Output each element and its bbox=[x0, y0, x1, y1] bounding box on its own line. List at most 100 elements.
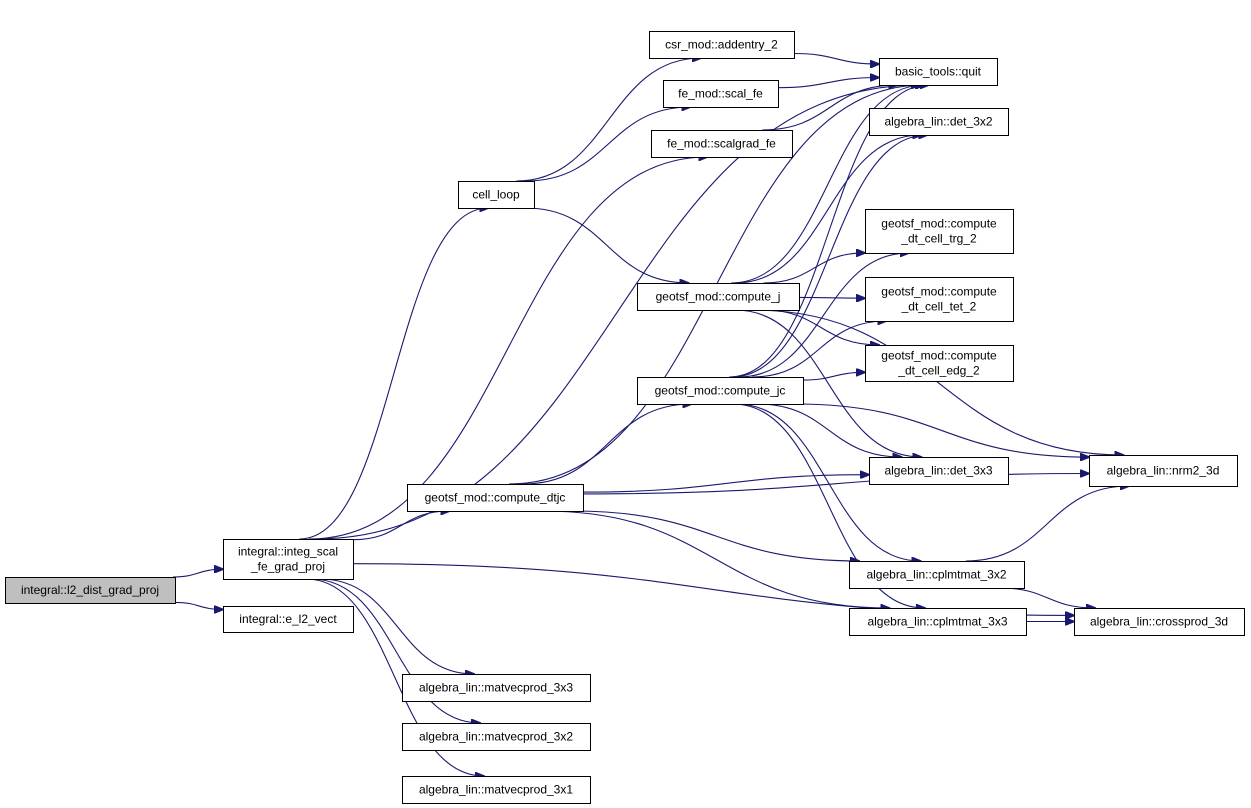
node-integ-scal[interactable]: integral::integ_scal_fe_grad_proj bbox=[223, 539, 354, 580]
node-label: geotsf_mod::compute bbox=[881, 217, 997, 231]
node-crossprod-3d[interactable]: algebra_lin::crossprod_3d bbox=[1074, 608, 1245, 636]
edge-cplmtmat_3x2-to-crossprod_3d bbox=[1000, 587, 1095, 608]
edge-compute_dtjc-to-cplmtmat_3x3 bbox=[543, 510, 889, 608]
edge-compute_j-to-nrm2_3d bbox=[752, 309, 1124, 455]
edge-integ_scal-to-matvec_3x3 bbox=[320, 578, 474, 674]
node-label: algebra_lin::cplmtmat_3x3 bbox=[867, 615, 1007, 629]
edge-compute_jc-to-quit bbox=[729, 85, 929, 378]
node-box[interactable] bbox=[637, 283, 800, 311]
node-quit[interactable]: basic_tools::quit bbox=[879, 58, 998, 86]
edge-integ_scal-to-matvec_3x1 bbox=[305, 578, 484, 776]
node-box[interactable] bbox=[849, 608, 1027, 636]
node-cplmtmat-3x3[interactable]: algebra_lin::cplmtmat_3x3 bbox=[849, 608, 1027, 636]
node-label: algebra_lin::matvecprod_3x1 bbox=[419, 783, 573, 797]
node-box[interactable] bbox=[849, 561, 1025, 589]
edge-compute_jc-to-dt_trg bbox=[738, 253, 909, 378]
node-label: geotsf_mod::compute_jc bbox=[655, 384, 786, 398]
node-box[interactable] bbox=[5, 577, 176, 604]
node-label: integral::integ_scal bbox=[238, 545, 338, 559]
node-box[interactable] bbox=[869, 457, 1009, 485]
node-box[interactable] bbox=[223, 539, 354, 580]
node-box[interactable] bbox=[865, 345, 1014, 382]
edge-compute_j-to-det_3x2 bbox=[734, 135, 922, 284]
edge-compute_dtjc-to-compute_jc bbox=[523, 404, 691, 485]
node-label: _dt_cell_tet_2 bbox=[901, 300, 977, 314]
node-l2-dist[interactable]: integral::l2_dist_grad_proj bbox=[5, 577, 176, 604]
edge-compute_jc-to-dt_tet bbox=[752, 321, 886, 378]
edge-integ_scal-to-compute_dtjc bbox=[352, 511, 450, 541]
edge-csr_addentry-to-quit bbox=[793, 52, 879, 65]
node-box[interactable] bbox=[869, 108, 1009, 136]
edge-compute_jc-to-det_3x2 bbox=[730, 135, 928, 378]
edge-compute_j-to-dt_trg bbox=[763, 253, 866, 284]
edge-compute_dtjc-to-cplmtmat_3x2 bbox=[572, 510, 859, 561]
edge-integ_scal-to-matvec_3x2 bbox=[311, 578, 480, 723]
node-label: _dt_cell_edg_2 bbox=[897, 364, 980, 378]
node-box[interactable] bbox=[879, 58, 998, 86]
node-csr-addentry[interactable]: csr_mod::addentry_2 bbox=[649, 31, 795, 59]
edge-compute_jc-to-det_3x3 bbox=[756, 403, 902, 457]
edge-compute_dtjc-to-nrm2_3d bbox=[582, 474, 1089, 495]
edge-integ_scal-to-scalgrad_fe bbox=[308, 157, 708, 540]
node-label: geotsf_mod::compute_j bbox=[656, 290, 781, 304]
node-dt-tet[interactable]: geotsf_mod::compute_dt_cell_tet_2 bbox=[865, 277, 1014, 322]
node-cplmtmat-3x2[interactable]: algebra_lin::cplmtmat_3x2 bbox=[849, 561, 1025, 589]
node-matvec-3x1[interactable]: algebra_lin::matvecprod_3x1 bbox=[402, 776, 591, 804]
edge-compute_j-to-det_3x3 bbox=[735, 309, 921, 457]
edge-cell_loop-to-csr_addentry bbox=[516, 58, 701, 182]
edge-compute_jc-to-dt_edg bbox=[802, 372, 865, 381]
node-box[interactable] bbox=[407, 484, 584, 512]
node-nrm2-3d[interactable]: algebra_lin::nrm2_3d bbox=[1089, 455, 1238, 487]
node-scalgrad-fe[interactable]: fe_mod::scalgrad_fe bbox=[651, 130, 793, 158]
node-label: csr_mod::addentry_2 bbox=[665, 38, 778, 52]
node-box[interactable] bbox=[223, 606, 354, 633]
node-box[interactable] bbox=[865, 209, 1014, 254]
node-matvec-3x2[interactable]: algebra_lin::matvecprod_3x2 bbox=[402, 723, 591, 751]
node-box[interactable] bbox=[1089, 455, 1238, 487]
edge-l2_dist-to-integ_scal bbox=[172, 569, 223, 578]
edge-compute_j-to-dt_tet bbox=[798, 297, 865, 298]
node-matvec-3x3[interactable]: algebra_lin::matvecprod_3x3 bbox=[402, 674, 591, 702]
edge-scalgrad_fe-to-quit bbox=[762, 85, 897, 131]
node-label: geotsf_mod::compute_dtjc bbox=[425, 491, 566, 505]
edge-compute_jc-to-nrm2_3d bbox=[794, 403, 1089, 457]
node-e-l2-vect[interactable]: integral::e_l2_vect bbox=[223, 606, 354, 633]
edge-cplmtmat_3x2-to-nrm2_3d bbox=[965, 486, 1129, 562]
node-cell-loop[interactable]: cell_loop bbox=[458, 181, 535, 209]
edge-compute_jc-to-cplmtmat_3x2 bbox=[735, 403, 921, 561]
node-box[interactable] bbox=[637, 377, 804, 405]
node-label: _fe_grad_proj bbox=[250, 560, 325, 574]
node-box[interactable] bbox=[458, 181, 535, 209]
node-label: fe_mod::scal_fe bbox=[678, 87, 763, 101]
edge-compute_j-to-dt_edg bbox=[762, 309, 879, 345]
node-compute-jc[interactable]: geotsf_mod::compute_jc bbox=[637, 377, 804, 405]
node-compute-j[interactable]: geotsf_mod::compute_j bbox=[637, 283, 800, 311]
node-dt-edg[interactable]: geotsf_mod::compute_dt_cell_edg_2 bbox=[865, 345, 1014, 382]
edge-compute_j-to-quit bbox=[731, 85, 925, 284]
node-label: algebra_lin::cplmtmat_3x2 bbox=[866, 568, 1006, 582]
node-compute-dtjc[interactable]: geotsf_mod::compute_dtjc bbox=[407, 484, 584, 512]
edge-compute_jc-to-cplmtmat_3x3 bbox=[732, 403, 925, 608]
node-scal-fe[interactable]: fe_mod::scal_fe bbox=[663, 80, 779, 108]
node-label: algebra_lin::matvecprod_3x2 bbox=[419, 730, 573, 744]
node-box[interactable] bbox=[402, 776, 591, 804]
edge-cell_loop-to-compute_j bbox=[525, 207, 688, 283]
node-box[interactable] bbox=[649, 31, 795, 59]
edge-l2_dist-to-e_l2_vect bbox=[174, 601, 223, 609]
edge-integ_scal-to-quit bbox=[314, 85, 920, 540]
node-label: algebra_lin::det_3x3 bbox=[884, 464, 992, 478]
node-box[interactable] bbox=[663, 80, 779, 108]
node-box[interactable] bbox=[402, 723, 591, 751]
node-label: basic_tools::quit bbox=[895, 65, 982, 79]
node-box[interactable] bbox=[865, 277, 1014, 322]
node-label: algebra_lin::crossprod_3d bbox=[1090, 615, 1228, 629]
node-det-3x2[interactable]: algebra_lin::det_3x2 bbox=[869, 108, 1009, 136]
node-det-3x3[interactable]: algebra_lin::det_3x3 bbox=[869, 457, 1009, 485]
edge-compute_dtjc-to-det_3x3 bbox=[582, 475, 869, 493]
node-dt-trg[interactable]: geotsf_mod::compute_dt_cell_trg_2 bbox=[865, 209, 1014, 254]
node-label: _dt_cell_trg_2 bbox=[900, 232, 977, 246]
node-box[interactable] bbox=[651, 130, 793, 158]
node-box[interactable] bbox=[402, 674, 591, 702]
node-box[interactable] bbox=[1074, 608, 1245, 636]
